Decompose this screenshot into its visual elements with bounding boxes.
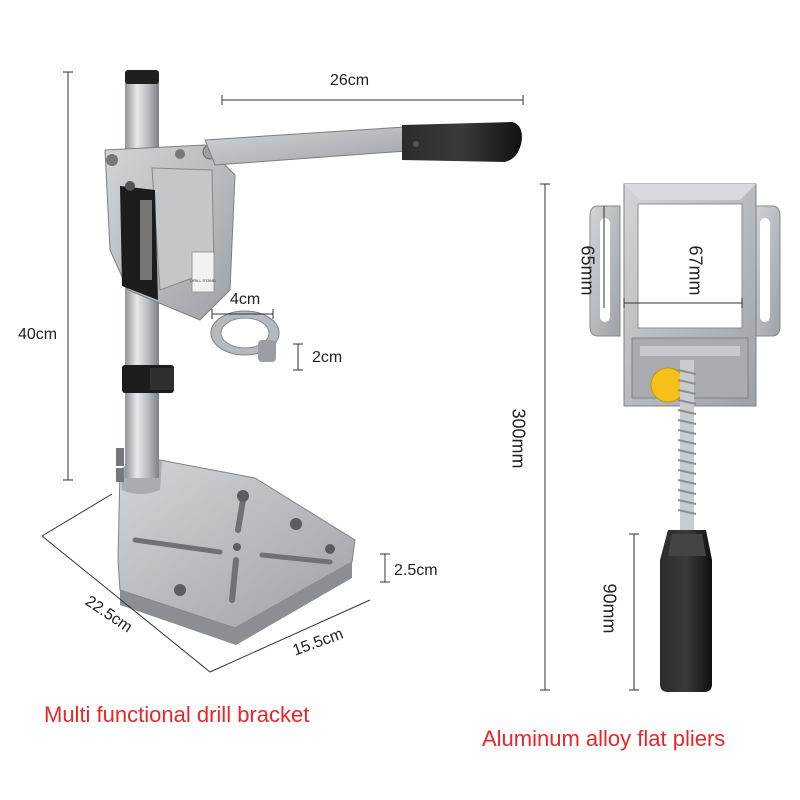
dim-collar-diameter: 4cm xyxy=(230,291,261,308)
mount-slot-right xyxy=(760,218,770,322)
screw-spring xyxy=(677,369,697,515)
dim-vise-height: 300mm xyxy=(508,408,529,469)
mount-screw xyxy=(116,468,124,482)
yellow-knob xyxy=(650,367,686,403)
dim-arm-length: 26cm xyxy=(330,72,370,89)
base-slot xyxy=(132,537,223,555)
lever-handle xyxy=(402,122,522,162)
base-hole xyxy=(174,584,186,596)
flat-pliers xyxy=(589,183,781,692)
dim-base-thickness: 2.5cm xyxy=(394,562,438,579)
mount-screw xyxy=(116,448,124,466)
dim-collar-height: 2cm xyxy=(312,349,343,366)
jaw-rail xyxy=(640,346,740,356)
base-slot xyxy=(259,552,333,565)
drill-collar-hole xyxy=(220,317,270,349)
collar-clamp xyxy=(258,340,276,362)
handle-collar xyxy=(668,534,706,556)
dim-vise-inner-height: 65mm xyxy=(577,245,598,296)
lead-screw xyxy=(680,360,694,530)
base-hole xyxy=(237,490,249,502)
caption-drill-bracket: Multi functional drill bracket xyxy=(44,702,310,727)
pole-cap xyxy=(125,70,159,84)
base-slot xyxy=(235,497,246,533)
base-hole xyxy=(233,543,241,551)
carriage-screw xyxy=(106,154,118,166)
dimension-lines xyxy=(41,71,743,691)
vise-window xyxy=(637,203,743,329)
vise-handle xyxy=(660,530,712,692)
base-slot xyxy=(229,557,239,603)
dim-line-base-depth xyxy=(41,535,211,673)
carriage-screw xyxy=(125,181,135,191)
handle-screw xyxy=(413,141,419,147)
dim-vise-inner-width: 67mm xyxy=(685,245,706,296)
stand-sticker-text: DRILL STAND xyxy=(190,278,216,283)
base-hole xyxy=(325,544,335,554)
caption-pliers: Aluminum alloy flat pliers xyxy=(482,726,726,751)
base-plate-edge xyxy=(120,562,352,645)
vise-frame-top xyxy=(624,184,756,200)
spring-cover xyxy=(120,186,158,300)
drill-stand: DRILL STAND xyxy=(104,70,522,645)
depth-scale xyxy=(140,200,152,280)
mount-slot-left xyxy=(600,218,610,322)
stand-sticker xyxy=(191,251,215,293)
lever-arm xyxy=(204,125,421,166)
dim-handle-length: 90mm xyxy=(599,583,620,634)
dim-line-base-width xyxy=(209,599,371,673)
stop-collar-knob xyxy=(150,368,174,390)
carriage-screw xyxy=(175,149,185,159)
base-hole xyxy=(290,518,302,530)
dim-total-height: 40cm xyxy=(18,326,58,343)
